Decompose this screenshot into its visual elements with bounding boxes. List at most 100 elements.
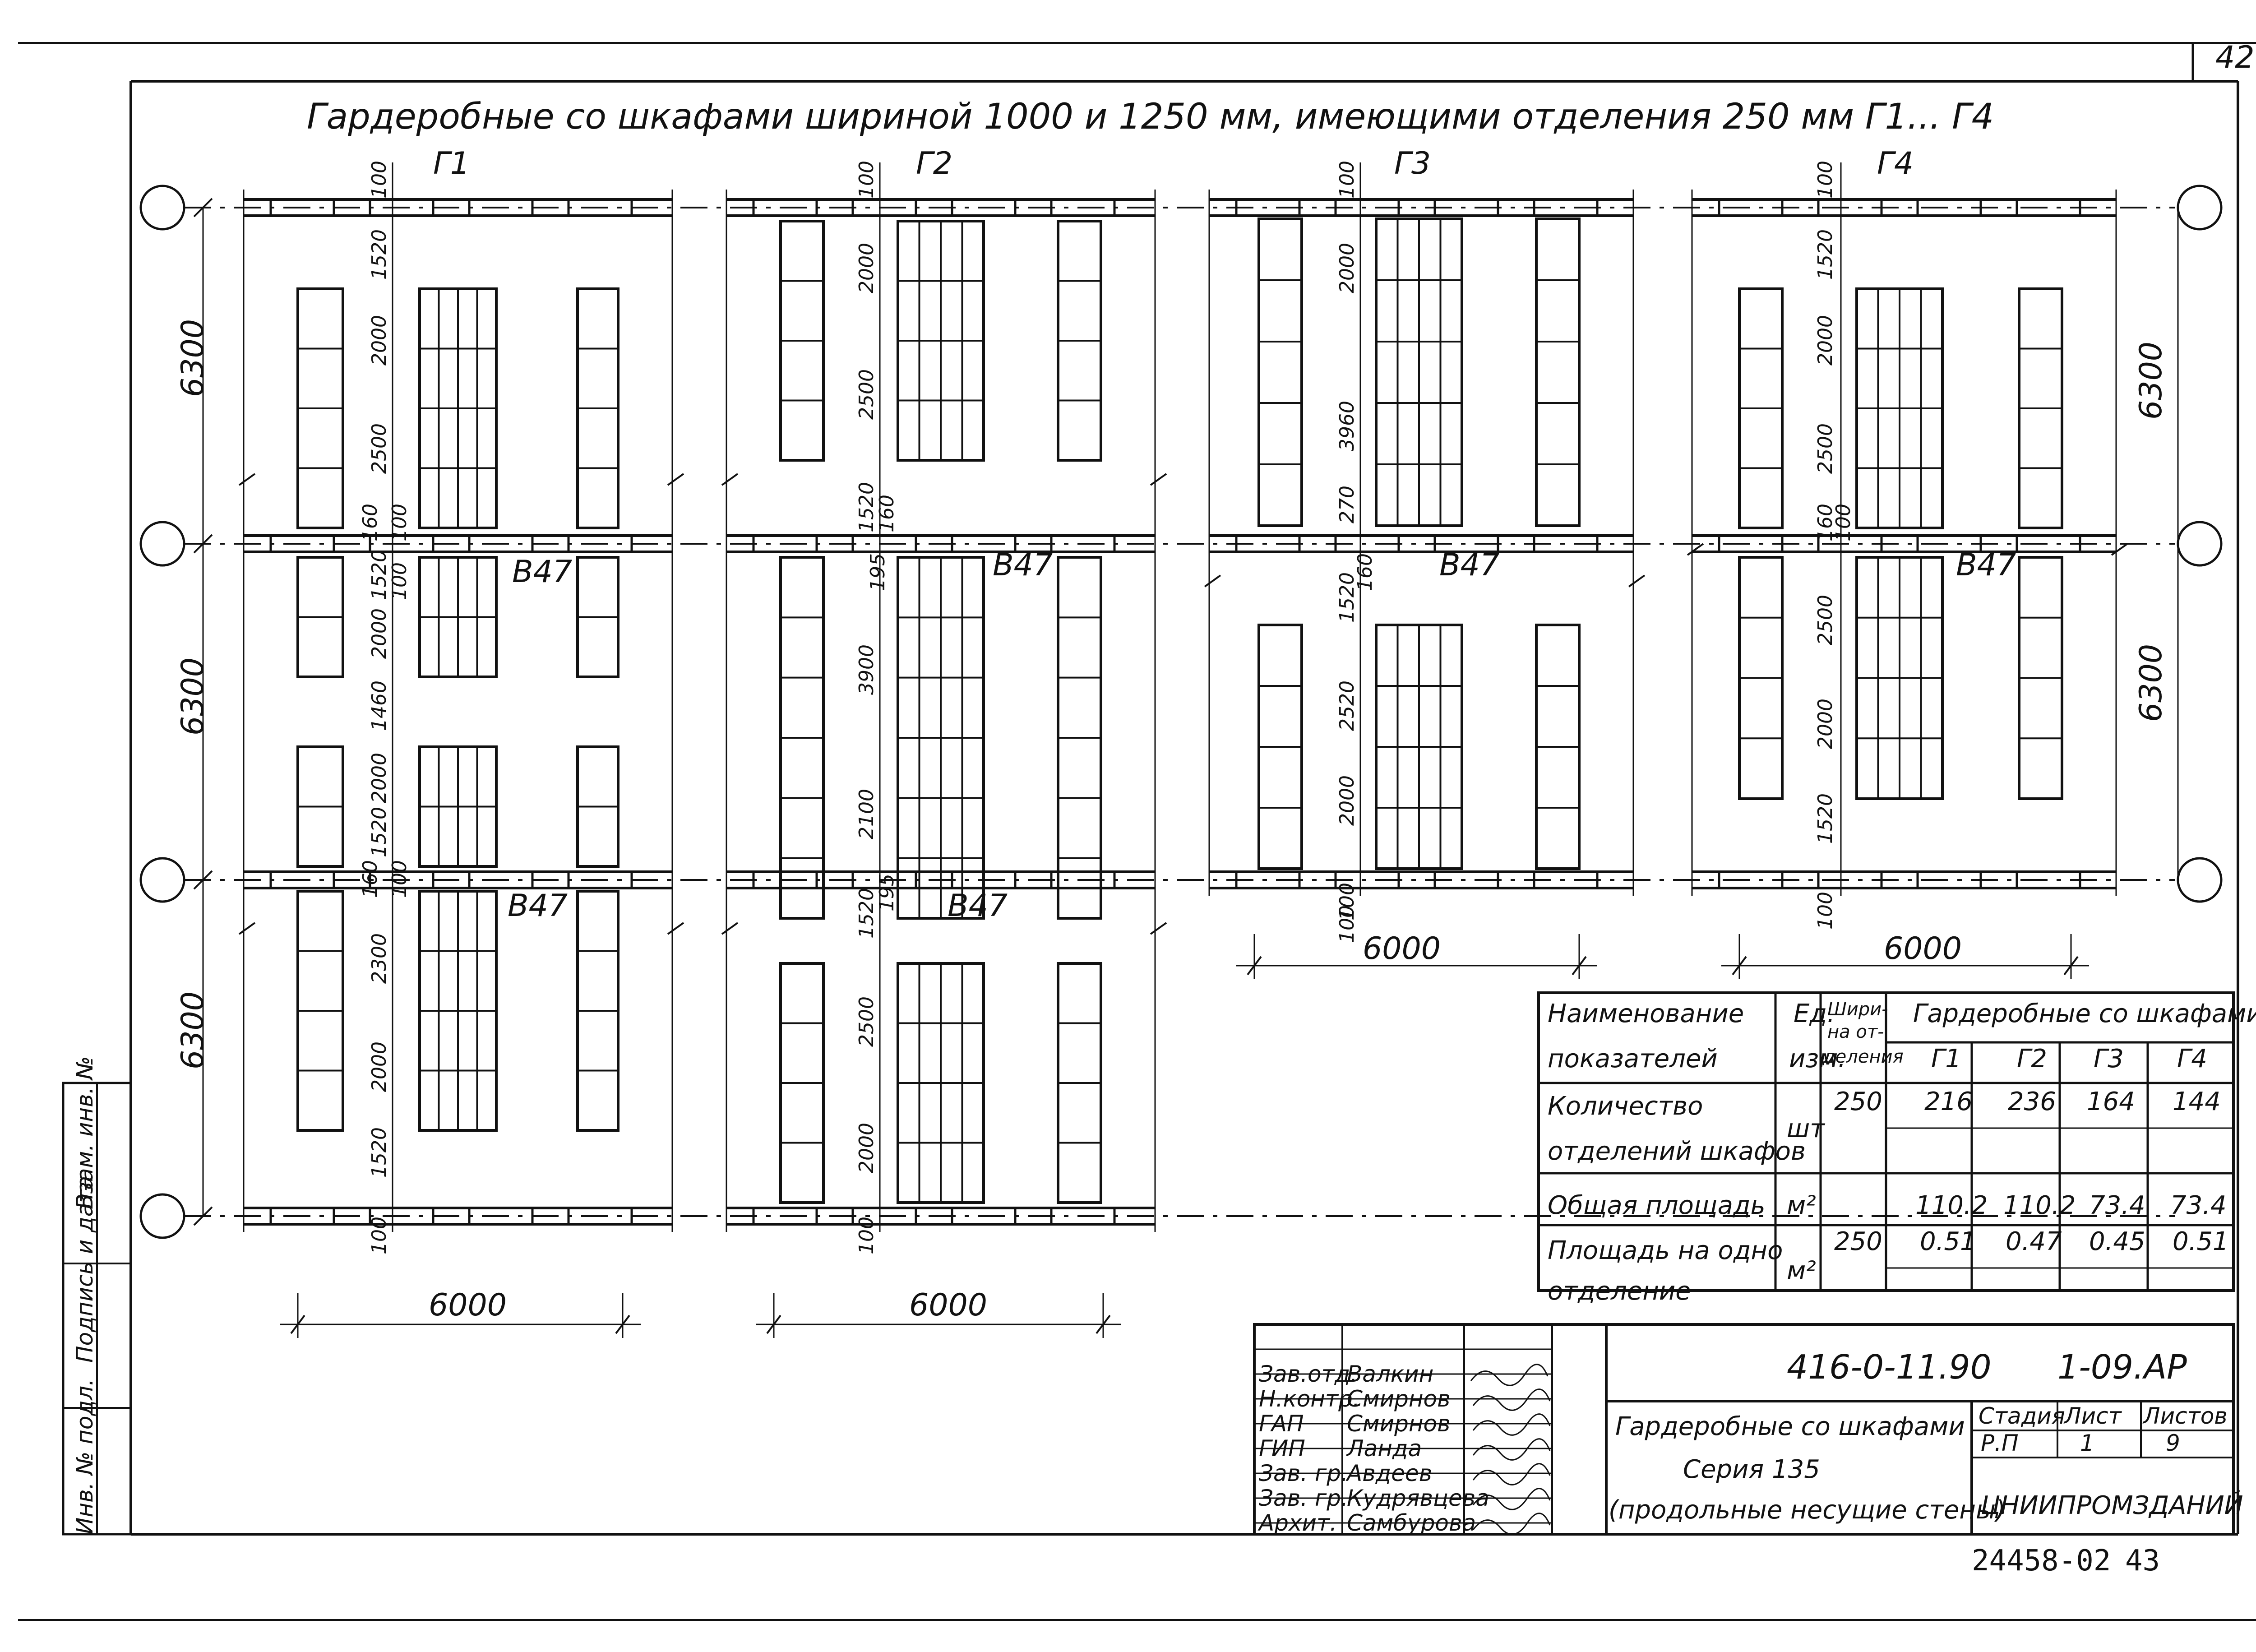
signature: [1472, 1513, 1551, 1535]
dimensions-g2: 100 2000 2500 1520 160 195 3900 2100 195…: [855, 161, 898, 1254]
svg-text:Листов: Листов: [2142, 1403, 2228, 1429]
table-cell: 73.4: [2170, 1191, 2227, 1220]
svg-text:100: 100: [368, 1217, 391, 1254]
svg-text:160: 160: [359, 860, 382, 898]
dimension-tick: [193, 1206, 213, 1226]
signature: [1470, 1364, 1549, 1386]
table-header-group: Гардеробные со шкафами: [1913, 999, 2256, 1028]
table-header-width: деления: [1822, 1046, 1904, 1067]
signature: [1472, 1463, 1551, 1485]
table-cell: 164: [2087, 1087, 2135, 1116]
table-col-g3: Г3: [2094, 1044, 2124, 1074]
span-dimension: 6000: [429, 1287, 507, 1323]
break-mark: [721, 473, 739, 486]
bay-dimension: 6300: [175, 991, 211, 1069]
svg-text:100: 100: [388, 504, 411, 541]
table-col-g2: Г2: [2017, 1044, 2047, 1074]
svg-text:2500: 2500: [855, 996, 878, 1047]
grid-axis-circle: [2177, 185, 2223, 231]
signature: [1472, 1488, 1551, 1510]
dimensions-g3: 100 2000 3960 270 1520 160 2520 2000 100…: [1336, 161, 1377, 943]
grid-axis-circle: [2177, 521, 2223, 567]
svg-text:Р.П: Р.П: [1981, 1430, 2019, 1456]
sheet-description: (продольные несущие стены): [1609, 1495, 2006, 1525]
svg-text:100: 100: [855, 161, 878, 199]
svg-text:Валкин: Валкин: [1347, 1361, 1433, 1387]
room-label: В47: [948, 888, 1008, 924]
table-header-name: показателей: [1548, 1044, 1718, 1074]
grid-axis-circle: [2177, 857, 2223, 903]
bay-dimension: 6300: [2133, 644, 2169, 722]
svg-text:2100: 2100: [855, 789, 878, 839]
svg-text:160: 160: [1814, 504, 1837, 541]
break-mark: [721, 922, 739, 935]
svg-text:1520: 1520: [1814, 229, 1837, 280]
svg-text:2000: 2000: [368, 315, 391, 366]
table-row-width: 250: [1834, 1227, 1882, 1256]
svg-text:2000: 2000: [1336, 775, 1359, 826]
bay-dimension: 6300: [175, 657, 211, 736]
table-row-name: Площадь на одно: [1548, 1236, 1783, 1265]
svg-text:Смирнов: Смирнов: [1347, 1386, 1451, 1412]
span-dimension: 6000: [1884, 931, 1962, 967]
svg-text:Зав. гр.: Зав. гр.: [1259, 1485, 1348, 1511]
table-cell: 0.45: [2089, 1227, 2145, 1256]
grid-axis-circle: [139, 1193, 185, 1239]
svg-text:100: 100: [855, 1217, 878, 1254]
break-mark: [667, 922, 684, 935]
table-cell: 110.2: [2003, 1191, 2076, 1220]
dimension-tick: [193, 198, 213, 217]
svg-text:2000: 2000: [855, 243, 878, 293]
svg-text:Зав. гр.: Зав. гр.: [1259, 1460, 1348, 1486]
project-code: 416-0-11.90: [1787, 1348, 1992, 1387]
table-row-unit: шт: [1787, 1114, 1825, 1143]
svg-text:2300: 2300: [368, 933, 391, 984]
sheet-description: Гардеробные со шкафами: [1615, 1412, 1965, 1441]
svg-text:100: 100: [1336, 883, 1359, 921]
svg-text:100: 100: [368, 161, 391, 199]
svg-text:ГАП: ГАП: [1259, 1411, 1304, 1437]
table-row-name: отделение: [1548, 1277, 1691, 1306]
table-cell: 0.51: [1920, 1227, 1976, 1256]
break-mark: [238, 922, 256, 935]
dimension-tick: [193, 870, 213, 890]
side-label: Взам. инв. №: [72, 1056, 98, 1209]
table-row-unit: м²: [1787, 1256, 1816, 1286]
svg-text:2500: 2500: [368, 423, 391, 474]
room-label: В47: [512, 554, 572, 590]
drawing-title: Гардеробные со шкафами шириной 1000 и 12…: [307, 97, 1994, 137]
sheet-code: 1-09.АР: [2057, 1348, 2187, 1387]
svg-text:2500: 2500: [1814, 595, 1837, 645]
side-label: Подпись и дата: [72, 1176, 98, 1363]
svg-text:Зав.отд.: Зав.отд.: [1259, 1361, 1357, 1387]
variant-label-g1: Г1: [433, 146, 470, 181]
variant-label-g4: Г4: [1877, 146, 1914, 181]
svg-text:Стадия: Стадия: [1979, 1403, 2065, 1429]
break-mark: [1204, 574, 1221, 588]
break-mark: [1150, 922, 1167, 935]
table-cell: 236: [2008, 1087, 2056, 1116]
side-label: Инв. № подл.: [72, 1379, 98, 1534]
grid-axis-circle: [139, 521, 185, 567]
grid-axis-circle: [139, 857, 185, 903]
table-row-name: Количество: [1548, 1092, 1703, 1121]
signature: [1472, 1388, 1551, 1411]
svg-text:Кудрявцева: Кудрявцева: [1347, 1485, 1489, 1511]
table-header-name: Наименование: [1548, 999, 1744, 1028]
svg-text:2000: 2000: [1814, 315, 1837, 366]
table-header-unit: изм.: [1789, 1044, 1846, 1074]
svg-text:1520: 1520: [368, 550, 391, 600]
svg-text:1520: 1520: [368, 1127, 391, 1178]
svg-text:2520: 2520: [1336, 680, 1359, 731]
variant-label-g2: Г2: [916, 146, 952, 181]
grid-axis-circle: [139, 185, 185, 231]
variant-label-g3: Г3: [1394, 146, 1431, 181]
title-block: 416-0-11.90 1-09.АР Зав.отд. Н.контр. ГА…: [1257, 1348, 2243, 1536]
svg-text:Авдеев: Авдеев: [1345, 1460, 1432, 1486]
table-header-width: Шири-: [1827, 999, 1888, 1020]
svg-text:2000: 2000: [368, 753, 391, 803]
svg-text:100: 100: [1814, 892, 1837, 930]
indicator-table: Наименование показателей Ед. изм. Шири- …: [1548, 999, 2256, 1306]
svg-text:Архит.: Архит.: [1257, 1510, 1337, 1536]
svg-text:100: 100: [1336, 161, 1359, 199]
